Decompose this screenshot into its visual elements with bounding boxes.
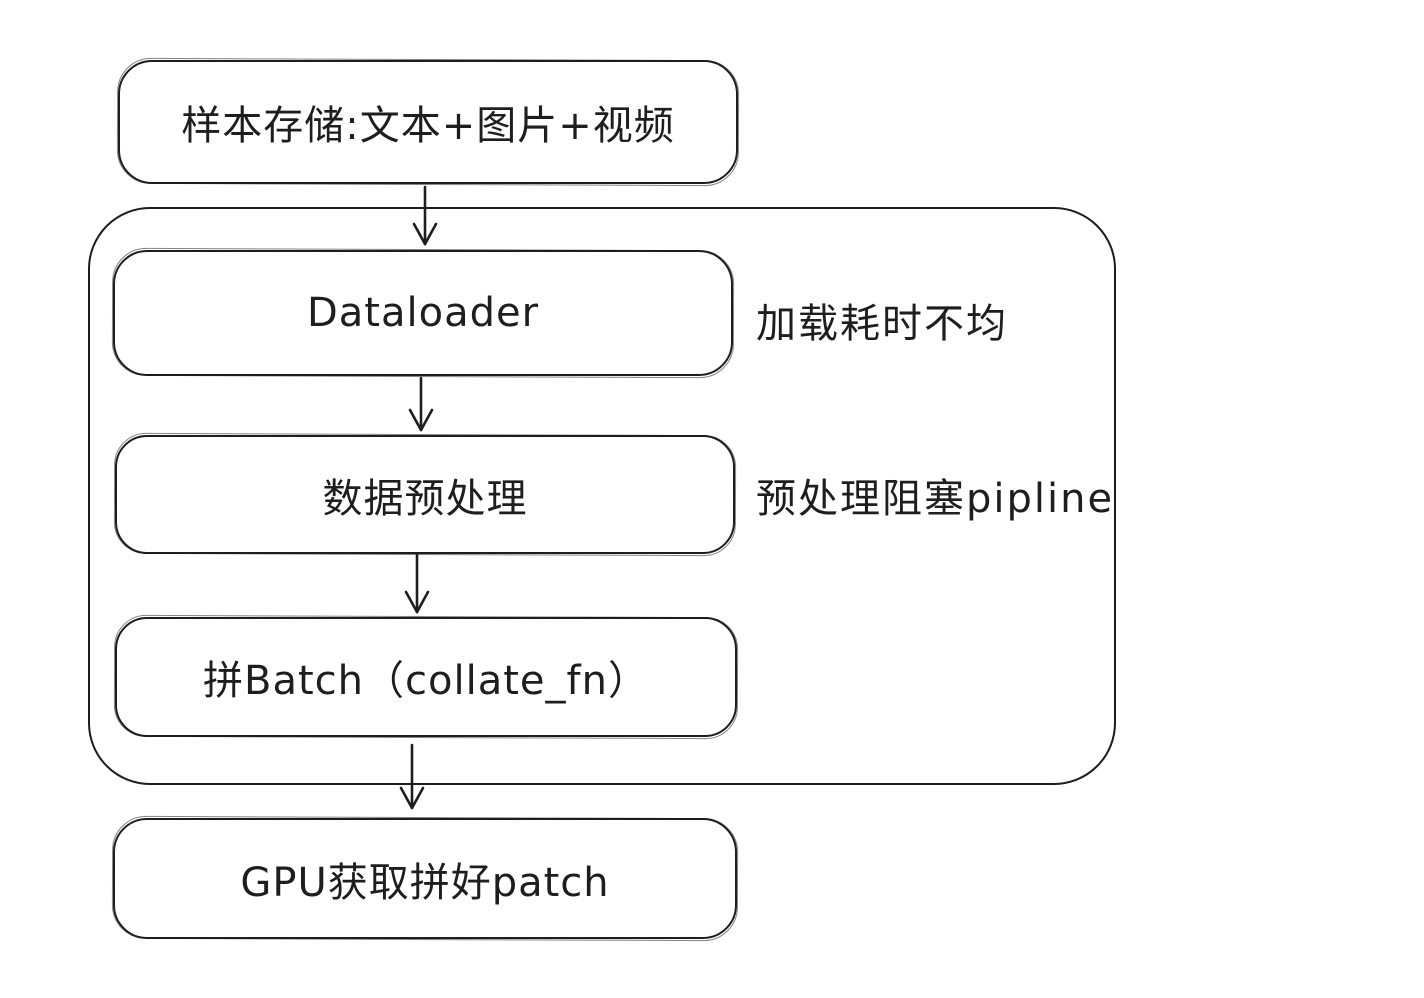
node-sample-storage-label: 样本存储:文本+图片+视频 <box>181 103 675 149</box>
pipeline-group-box <box>88 207 1116 785</box>
node-dataloader-label: Dataloader <box>306 290 540 336</box>
arrow-storage-to-dataloader-icon <box>412 185 438 246</box>
annotation-preprocess-blocks: 预处理阻塞pipline <box>756 476 1115 522</box>
annotation-loading-uneven: 加载耗时不均 <box>756 301 1008 347</box>
node-preprocessing-label: 数据预处理 <box>322 475 528 522</box>
node-collate-batch-label: 拼Batch（collate_fn） <box>203 658 649 704</box>
node-gpu-fetch: GPU获取拼好patch <box>113 818 737 939</box>
arrow-preprocessing-to-batch-icon <box>404 553 430 614</box>
node-collate-batch: 拼Batch（collate_fn） <box>115 617 737 737</box>
arrow-batch-to-gpu-icon <box>399 743 425 810</box>
node-sample-storage: 样本存储:文本+图片+视频 <box>118 60 738 184</box>
node-dataloader: Dataloader <box>113 250 733 376</box>
arrow-dataloader-to-preprocessing-icon <box>408 376 434 432</box>
node-preprocessing: 数据预处理 <box>115 435 735 554</box>
node-gpu-fetch-label: GPU获取拼好patch <box>240 859 610 906</box>
